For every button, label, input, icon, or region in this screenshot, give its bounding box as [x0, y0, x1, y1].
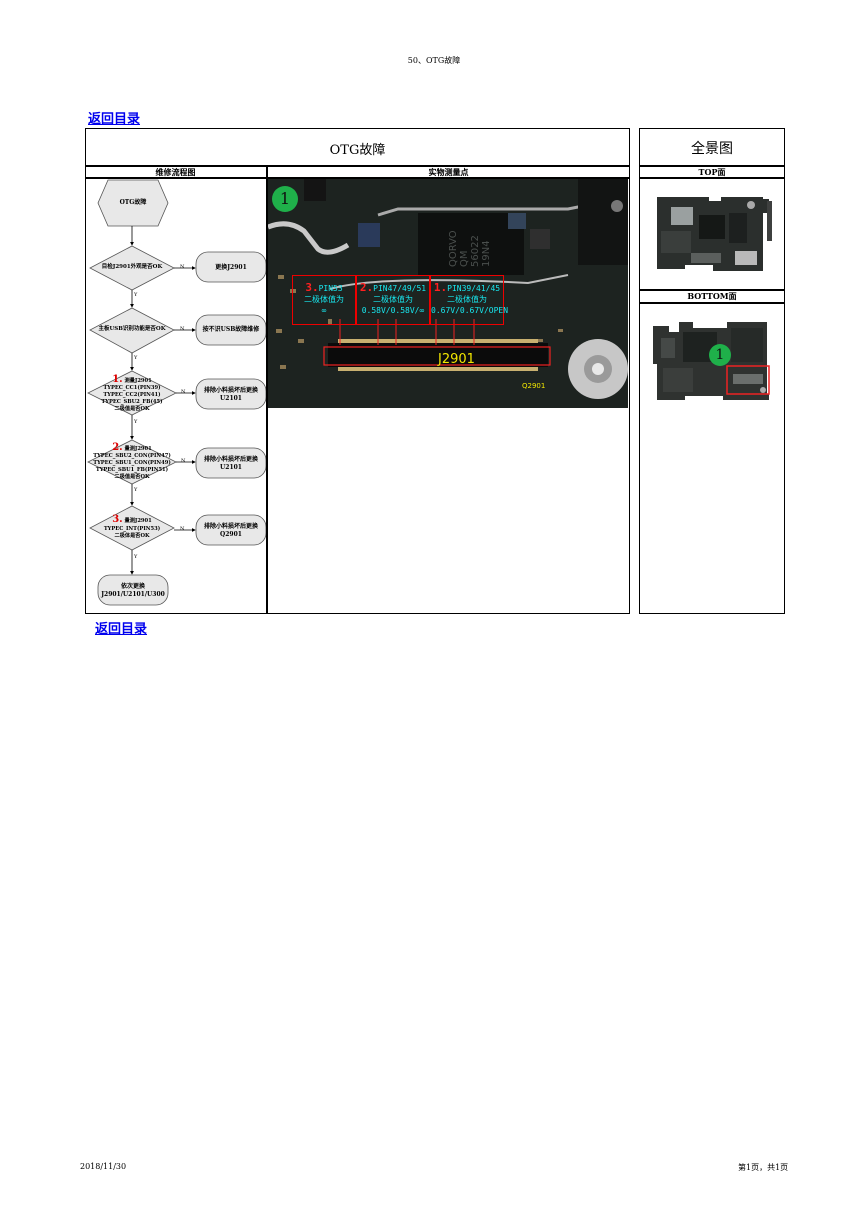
yes-label: Y — [134, 554, 138, 560]
annotation-line: PIN39/41/45 — [447, 284, 501, 293]
flow-decision-measure-2: 2. 量测J2901 TYPEC_SBU2_CON(PIN47) TYPEC_S… — [88, 442, 176, 481]
page-header: 50、OTG故障 — [407, 56, 461, 65]
back-to-toc-link-top[interactable]: 返回目录 — [88, 112, 141, 127]
no-label: N — [180, 326, 185, 332]
bottom-label: BOTTOM面 — [687, 291, 737, 301]
annotation-line: 二极体值为 — [373, 295, 413, 304]
step-number: 2. — [112, 442, 123, 453]
main-table — [85, 128, 630, 614]
step-number: 3. — [305, 281, 319, 294]
divider — [85, 177, 630, 179]
back-to-toc-link-bottom[interactable]: 返回目录 — [95, 622, 148, 637]
flow-line: 排除小料损坏后更换 — [203, 387, 258, 394]
bottom-board-image: 1 — [649, 318, 775, 402]
flow-action-replace-u2101-a: 排除小料损坏后更换 U2101 — [196, 387, 266, 402]
annotation-box-2: 2.PIN47/49/51 二极体值为 0.58V/0.58V/∞ — [356, 275, 430, 325]
flow-line: 量测J2901 — [124, 518, 152, 524]
location-badge: 1 — [272, 186, 298, 212]
flow-start: OTG故障 — [119, 199, 147, 206]
chip-line: 56022 — [470, 235, 481, 267]
connector-label: J2901 — [438, 352, 475, 367]
panorama-table — [639, 128, 785, 614]
flow-line: U2101 — [220, 463, 242, 471]
flow-decision-visual-check: 目检J2901外观是否OK — [101, 264, 163, 270]
flow-line: TYPEC_SBU2_CON(PIN47) — [93, 453, 171, 459]
flow-decision-usb-ok: 主板USB识别功能是否OK — [98, 326, 166, 332]
annotation-line: PIN53 — [318, 284, 343, 293]
flow-line: 依次更换 — [120, 583, 145, 590]
flow-decision-measure-1: 1. 测量J2901 TYPEC_CC1(PIN39) TYPEC_CC2(PI… — [88, 374, 176, 413]
divider — [85, 165, 630, 167]
annotation-box-3: 3.PIN53 二极体值为 ∞ — [292, 275, 356, 325]
flow-header: 维修流程图 — [155, 167, 196, 177]
no-label: N — [180, 526, 185, 532]
flow-line: TYPEC_SBU2_FB(45) — [101, 399, 163, 405]
flow-line: 二极值是否OK — [114, 406, 150, 412]
no-label: N — [181, 389, 186, 395]
chip-line: 19N4 — [481, 240, 492, 267]
annotation-line: ∞ — [321, 306, 327, 315]
chip-line: QM — [459, 250, 470, 268]
flow-action-replace-u2101-b: 排除小料损坏后更换 U2101 — [196, 456, 266, 471]
flow-line: 二极值是否OK — [114, 474, 150, 480]
main-title: OTG故障 — [329, 143, 386, 158]
flow-line: 二极体是否OK — [114, 533, 150, 539]
step-number: 1. — [112, 374, 123, 385]
annotation-line: 二极体值为 — [447, 295, 487, 304]
divider — [639, 177, 785, 179]
flow-end: 依次更换 J2901/U2101/U300 — [98, 583, 168, 598]
divider — [639, 165, 785, 167]
flow-line: U2101 — [220, 394, 242, 402]
flow-action-replace-q2901: 排除小料损坏后更换 Q2901 — [196, 523, 266, 538]
annotation-line: 0.58V/0.58V/∞ — [361, 306, 425, 315]
flow-action-replace-j2901: 更换J2901 — [215, 264, 247, 271]
step-number: 1. — [433, 281, 448, 294]
flow-line: J2901/U2101/U300 — [101, 590, 165, 598]
yes-label: Y — [134, 292, 138, 298]
no-label: N — [180, 264, 185, 270]
component-label-q2901: Q2901 — [522, 382, 546, 390]
step-number: 3. — [112, 514, 123, 525]
divider — [639, 302, 785, 304]
flow-decision-measure-3: 3. 量测J2901 TYPEC_INT(PIN53) 二极体是否OK — [88, 514, 176, 541]
location-badge: 1 — [709, 344, 731, 366]
flow-line: Q2901 — [220, 530, 242, 538]
flow-line: TYPEC_CC2(PIN41) — [103, 392, 161, 398]
step-number: 2. — [359, 281, 374, 294]
annotation-line: 0.67V/0.67V/OPEN — [431, 306, 509, 315]
flow-line: 测量J2901 — [124, 378, 152, 384]
yes-label: Y — [134, 355, 138, 361]
annotation-box-1: 1.PIN39/41/45 二极体值为 0.67V/0.67V/OPEN — [430, 275, 509, 325]
flow-line: 排除小料损坏后更换 — [203, 456, 258, 463]
flow-line: TYPEC_CC1(PIN39) — [103, 385, 161, 391]
annotation-line: PIN47/49/51 — [373, 284, 427, 293]
chip-line: QORVO — [448, 230, 459, 267]
pcb-measurement-photo: QORVO QM 56022 19N4 1 3.PIN53 二极体值为 ∞ 2.… — [268, 179, 628, 408]
measure-header: 实物测量点 — [428, 167, 469, 177]
annotation-line: 二极体值为 — [304, 295, 344, 304]
divider — [266, 165, 268, 614]
top-label: TOP面 — [698, 167, 726, 177]
yes-label: Y — [134, 419, 138, 425]
flow-line: 量测J2901 — [124, 446, 152, 452]
chip-marking: QORVO QM 56022 19N4 — [448, 223, 498, 267]
flow-action-usb-repair: 按不识USB故障维修 — [202, 326, 260, 333]
top-board-image — [651, 193, 775, 273]
footer-page: 第1页，共1页 — [738, 1163, 789, 1172]
flowchart: OTG故障 目检J2901外观是否OK 更换J2901 主板USB识别功能是否O… — [86, 178, 266, 613]
flow-line: 排除小料损坏后更换 — [203, 523, 258, 530]
no-label: N — [181, 458, 186, 464]
panorama-title: 全景图 — [691, 141, 733, 157]
flow-line: TYPEC_SBU1_FB(PIN51) — [95, 467, 169, 473]
footer-date: 2018/11/30 — [80, 1162, 127, 1171]
flow-line: TYPEC_SBU1_CON(PIN49) — [93, 460, 171, 466]
divider — [639, 289, 785, 291]
flow-line: TYPEC_INT(PIN53) — [103, 525, 161, 532]
yes-label: Y — [134, 487, 138, 493]
